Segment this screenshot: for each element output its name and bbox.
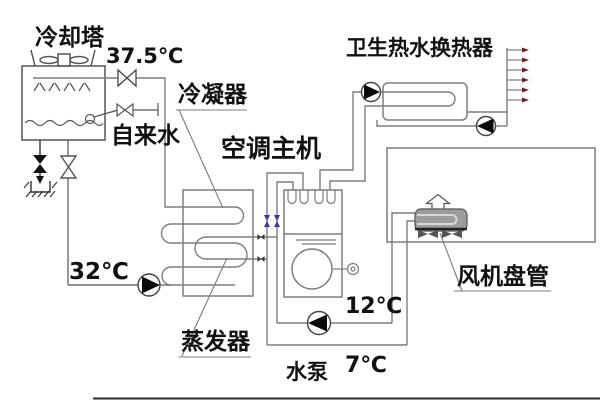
tap-water-valve-icon bbox=[116, 102, 159, 118]
condenser-coil bbox=[33, 77, 248, 286]
faucet-outlets bbox=[507, 49, 522, 101]
fan-icon bbox=[418, 230, 462, 238]
label-tap-water: 自来水 bbox=[111, 122, 181, 149]
chilled-water-pipes bbox=[266, 172, 304, 345]
pump-arrow-icon bbox=[477, 118, 494, 134]
label-fan-coil: 风机盘管 bbox=[457, 263, 549, 290]
chiller-shell bbox=[182, 189, 254, 297]
label-temp-32: 32℃ bbox=[69, 259, 129, 285]
pump-arrow-icon bbox=[364, 84, 380, 100]
heat-exchanger-tube bbox=[329, 91, 456, 190]
room-box bbox=[386, 147, 596, 243]
fan-coil-unit bbox=[414, 193, 468, 238]
outlet-valve-icon bbox=[59, 165, 78, 179]
float-ball bbox=[84, 113, 96, 125]
domestic-water-lines bbox=[376, 48, 508, 127]
label-cooling-tower: 冷却塔 bbox=[35, 24, 105, 51]
label-ac-main-unit: 空调主机 bbox=[221, 134, 321, 163]
chilled-loop bbox=[267, 212, 417, 346]
cooling-water-pump bbox=[137, 273, 171, 297]
chilled-return-pump bbox=[306, 310, 332, 336]
hot-water-supply-pipe bbox=[319, 91, 361, 190]
pipe-union-icon bbox=[257, 234, 265, 262]
water-level-wave bbox=[24, 119, 104, 127]
tower-outlet-pipe bbox=[59, 140, 138, 286]
pump-arrow-icon bbox=[142, 276, 160, 294]
return-valve-icon bbox=[117, 68, 137, 88]
airflow-arrow-icon bbox=[424, 193, 452, 209]
fan-motor bbox=[57, 53, 71, 67]
cooling-tower-tank bbox=[21, 65, 106, 141]
pump-arrow-icon bbox=[308, 314, 327, 332]
faucet-arrow-icon bbox=[522, 47, 529, 103]
label-condenser: 冷凝器 bbox=[178, 81, 248, 108]
make-up-pump bbox=[475, 115, 497, 137]
drain-valve-icon bbox=[33, 155, 47, 164]
label-temp-37-5: 37.5℃ bbox=[106, 44, 183, 68]
heat-exchanger-shell bbox=[382, 82, 468, 121]
drain-pit bbox=[30, 181, 51, 193]
label-hot-water-hx: 卫生热水换热器 bbox=[346, 36, 494, 60]
compressor-icon bbox=[291, 248, 333, 290]
label-water-pump: 水泵 bbox=[286, 360, 328, 384]
label-temp-12: 12℃ bbox=[345, 294, 402, 319]
hot-water-pump bbox=[360, 81, 382, 103]
evaporator-coil bbox=[194, 236, 253, 260]
spray-nozzles bbox=[33, 82, 91, 92]
fan-blade-icon bbox=[39, 55, 59, 65]
drain-branch bbox=[23, 140, 58, 198]
ac-main-unit bbox=[283, 189, 360, 298]
cooling-tower bbox=[21, 49, 119, 141]
fan-blade-icon bbox=[69, 55, 89, 65]
label-temp-7: 7℃ bbox=[345, 353, 387, 378]
chilled-valve-icon bbox=[264, 215, 280, 227]
leader-lines bbox=[176, 109, 551, 358]
label-evaporator: 蒸发器 bbox=[181, 328, 251, 355]
port-hooks bbox=[287, 190, 336, 205]
